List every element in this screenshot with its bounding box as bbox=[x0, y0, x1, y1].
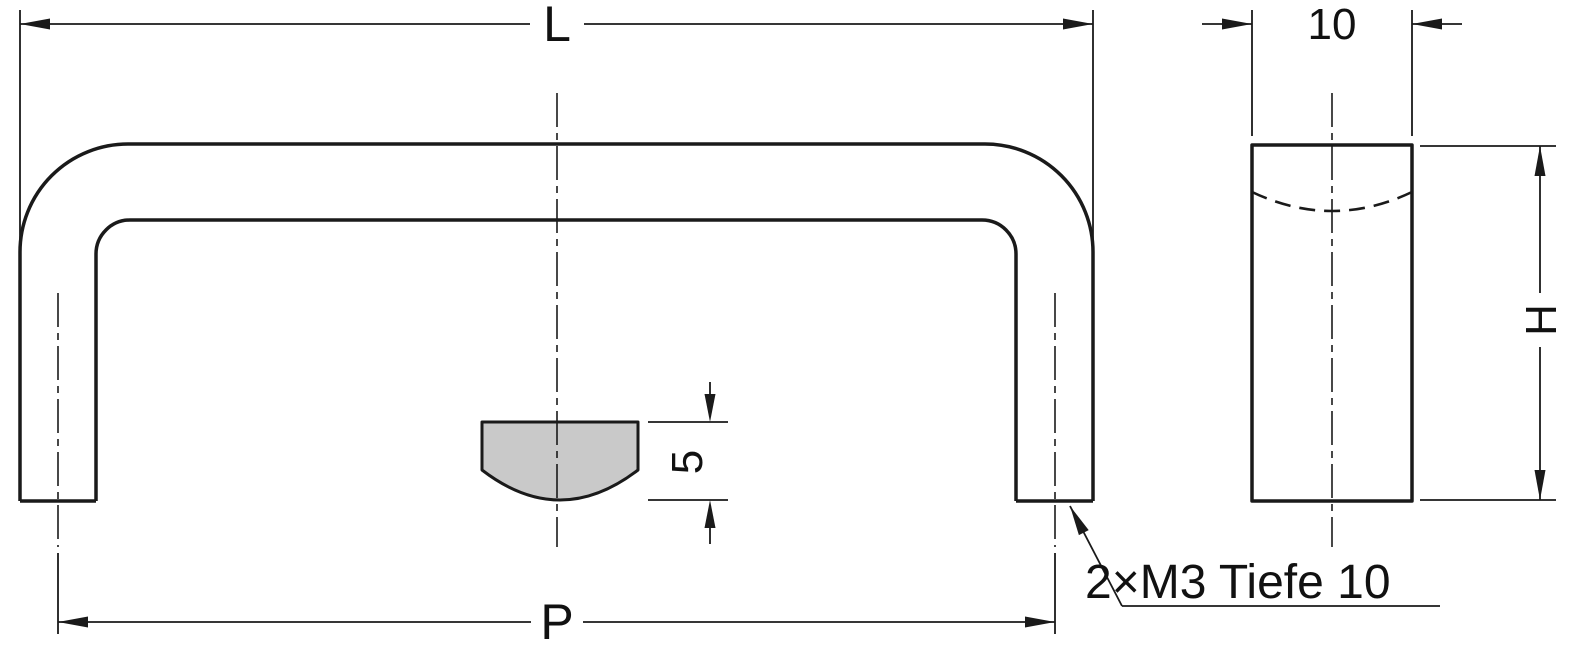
outer-outline bbox=[18, 142, 1095, 501]
thread-note-text: 2×M3 Tiefe 10 bbox=[1085, 556, 1391, 609]
side-view bbox=[1250, 143, 1414, 503]
dim-label-hole-pitch: P bbox=[540, 594, 573, 650]
arrowhead-left bbox=[1222, 18, 1252, 30]
dimension-H: H bbox=[1420, 145, 1566, 501]
leader-line bbox=[1069, 505, 1123, 607]
dim-label-height: H bbox=[1517, 304, 1566, 336]
section-boss-shape bbox=[480, 420, 640, 502]
arrowhead-right bbox=[1412, 18, 1442, 30]
arrowhead-left bbox=[20, 18, 50, 30]
label-background bbox=[1515, 293, 1565, 347]
dim-label-boss-height: 5 bbox=[663, 450, 712, 474]
arrowhead-top bbox=[1534, 146, 1546, 176]
label-background bbox=[530, 0, 584, 48]
dimension-10: 10 bbox=[1202, 0, 1462, 136]
inner-outline bbox=[94, 218, 1018, 501]
thread-callout: 2×M3 Tiefe 10 bbox=[1069, 505, 1440, 609]
arrowhead-right bbox=[1063, 18, 1093, 30]
front-view bbox=[18, 142, 1095, 503]
section-detail bbox=[480, 420, 640, 502]
dimension-L: L bbox=[19, 0, 1094, 250]
center-lines bbox=[57, 93, 1333, 547]
arrowhead-bottom bbox=[704, 500, 716, 528]
label-background bbox=[531, 597, 583, 647]
hidden-radius-arc bbox=[1251, 190, 1413, 213]
arrowhead-top bbox=[704, 394, 716, 422]
arrowhead-bottom bbox=[1534, 470, 1546, 500]
dim-label-length: L bbox=[543, 0, 571, 52]
dim-label-depth: 10 bbox=[1308, 0, 1357, 49]
arrowhead-left bbox=[58, 616, 88, 628]
side-view-outline bbox=[1250, 143, 1414, 503]
dimension-P: P bbox=[57, 553, 1056, 650]
dimension-5: 5 bbox=[648, 382, 728, 544]
arrowhead-right bbox=[1025, 616, 1055, 628]
